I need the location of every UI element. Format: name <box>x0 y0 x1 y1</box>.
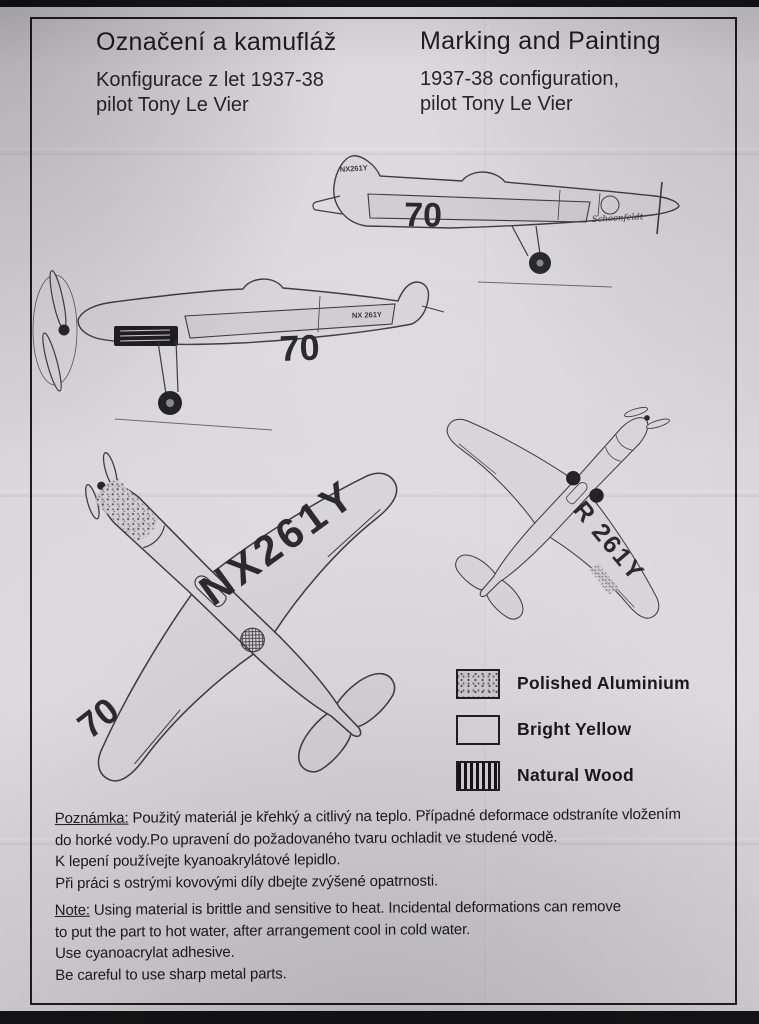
legend-label: Bright Yellow <box>517 719 632 739</box>
cockpit-hatched-circle <box>240 627 265 653</box>
paper-fold-line-vertical <box>484 20 489 1004</box>
tail-registration-small: NX261Y <box>340 163 368 174</box>
polished-cowling-patch <box>94 478 158 542</box>
legend-item-bright-yellow: Bright Yellow <box>456 714 726 745</box>
note-english-label: Note: <box>54 901 90 919</box>
title-english: Marking and Painting <box>420 27 661 55</box>
race-number: 70 <box>404 196 442 235</box>
natural-wood-swatch <box>456 760 500 791</box>
tail-registration-small: NX 261Y <box>352 310 382 320</box>
underside-view-drawing: R 261Y <box>377 310 759 693</box>
legend-item-polished-aluminium: Polished Aluminium <box>456 668 726 699</box>
subtitle-english-line1: 1937-38 configuration, <box>420 68 620 90</box>
subtitle-english-line2: pilot Tony Le Vier <box>420 93 573 115</box>
propeller-blade <box>42 332 62 392</box>
note-english-line1: Note: Using material is brittle and sens… <box>54 898 621 919</box>
header-czech: Označení a kamufláž Konfigurace z let 19… <box>96 28 337 118</box>
note-english: Note: Using material is brittle and sens… <box>55 896 622 986</box>
legend-item-natural-wood: Natural Wood <box>456 760 726 791</box>
note-czech-label: Poznámka: <box>54 809 129 828</box>
side-view-left-drawing: NX 261Y 70 <box>32 270 445 431</box>
race-number: 70 <box>279 327 320 369</box>
nose-art-script: Schoenfeldt <box>592 212 644 225</box>
header-english: Marking and Painting 1937-38 configurati… <box>420 27 661 117</box>
subtitle-czech-line2: pilot Tony Le Vier <box>96 94 249 116</box>
propeller-blade <box>656 181 663 235</box>
paper-fold-line <box>0 148 759 155</box>
subtitle-czech: Konfigurace z let 1937-38 pilot Tony Le … <box>96 68 337 118</box>
ground-line <box>114 418 273 431</box>
subtitle-english: 1937-38 configuration, pilot Tony Le Vie… <box>420 67 661 117</box>
propeller-blade <box>49 270 67 330</box>
printed-border-frame <box>30 17 737 1005</box>
title-czech: Označení a kamufláž <box>96 28 337 56</box>
bright-yellow-swatch <box>456 714 500 745</box>
note-czech-line4: Při práci s ostrými kovovými díly dbejte… <box>55 872 439 892</box>
wheel <box>566 471 581 486</box>
top-view-drawing: NX261Y 70 <box>0 320 505 886</box>
spinner <box>58 324 70 336</box>
ground-line <box>477 281 613 288</box>
subtitle-czech-line1: Konfigurace z let 1937-38 <box>96 69 324 91</box>
legend-label: Natural Wood <box>517 765 635 785</box>
note-english-line4: Be careful to use sharp metal parts. <box>55 964 287 984</box>
note-czech-line1: Poznámka: Použitý materiál je křehký a c… <box>54 805 681 828</box>
wing-texture-patch <box>588 563 620 595</box>
nose-art-emblem <box>600 195 620 215</box>
side-view-right-drawing: Schoenfeldt NX261Y 70 <box>312 155 680 288</box>
note-czech: Poznámka: Použitý materiál je křehký a c… <box>55 804 682 894</box>
wheel <box>589 488 604 503</box>
polished-aluminium-swatch <box>456 668 500 699</box>
legend-label: Polished Aluminium <box>517 673 690 693</box>
paint-legend: Polished Aluminium Bright Yellow Natural… <box>456 668 726 806</box>
paper-fold-line <box>0 838 759 845</box>
